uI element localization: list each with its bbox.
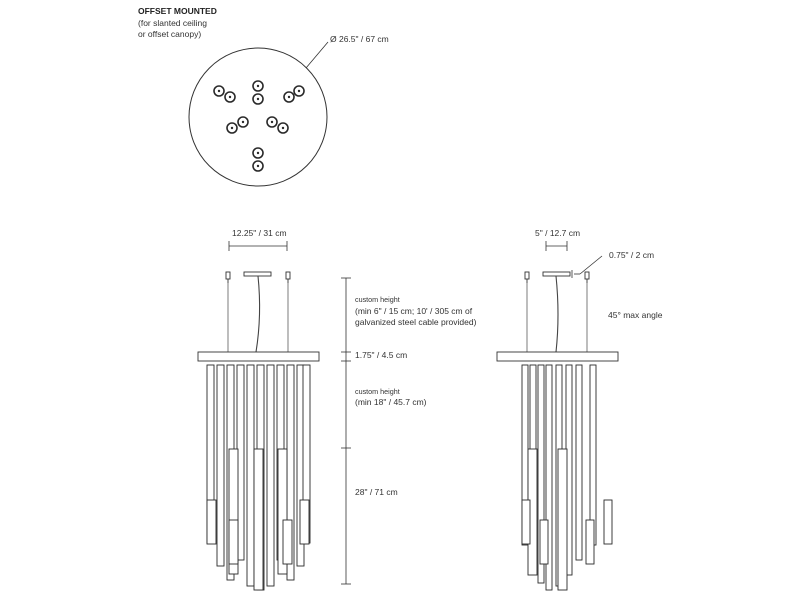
mount-ring — [237, 116, 249, 128]
mount-point-pair — [283, 85, 305, 103]
mount-ring — [252, 160, 264, 172]
mount-center-dot — [217, 89, 221, 93]
mount-ring — [213, 85, 225, 97]
tube-height-line-1: (min 18" / 45.7 cm) — [355, 397, 427, 407]
mount-center-dot — [287, 95, 291, 99]
pendant-tube — [266, 364, 275, 587]
pendant-tube — [228, 448, 239, 575]
front-anchors — [225, 271, 291, 283]
mount-ring — [277, 122, 289, 134]
mount-center-dot — [241, 120, 245, 124]
side-width-label: 5" / 12.7 cm — [535, 228, 581, 238]
top-view — [188, 41, 329, 187]
diameter-leader — [305, 41, 329, 69]
mount-title: OFFSET MOUNTED — [138, 6, 217, 16]
thickness-leader — [571, 255, 603, 278]
tube-sleeve — [539, 519, 549, 565]
side-view — [496, 241, 619, 591]
mount-point-pair — [252, 80, 264, 105]
mount-points — [213, 80, 305, 172]
tube-sleeve — [206, 499, 217, 545]
tube-sleeve — [521, 499, 531, 545]
pendant-tube — [537, 364, 545, 584]
pendant-tube — [216, 364, 225, 567]
mount-center-dot — [297, 89, 301, 93]
mount-point-pair — [252, 147, 264, 172]
pendant-tube — [545, 364, 553, 591]
thickness-label: 0.75" / 2 cm — [609, 250, 655, 260]
front-width-dimension — [228, 241, 288, 251]
mount-center-dot — [270, 120, 274, 124]
mount-center-dot — [256, 151, 260, 155]
mount-point-pair — [213, 85, 236, 103]
body-height-label: 28" / 71 cm — [355, 487, 398, 497]
mount-center-dot — [281, 126, 285, 130]
side-width-dimension — [545, 241, 568, 251]
mount-ring — [266, 116, 278, 128]
mount-point-pair — [226, 116, 249, 134]
mount-subtitle-1: (for slanted ceiling — [138, 18, 207, 28]
tube-sleeve — [282, 519, 293, 565]
side-lower-canopy — [496, 351, 619, 362]
tube-sleeve — [228, 519, 239, 565]
mount-center-dot — [256, 84, 260, 88]
tube-sleeve — [603, 499, 613, 545]
pendant-tube — [246, 364, 255, 587]
diameter-label: Ø 26.5" / 67 cm — [330, 34, 389, 44]
tube-height-title: custom height — [355, 387, 400, 396]
cable-height-line-2: galvanized steel cable provided) — [355, 317, 477, 327]
mount-ring — [293, 85, 305, 97]
side-anchors — [524, 271, 590, 283]
mount-ring — [226, 122, 238, 134]
mount-ring — [252, 93, 264, 105]
tube-sleeve — [585, 519, 595, 565]
front-view — [197, 241, 320, 591]
side-cables — [526, 275, 588, 353]
front-lower-canopy — [197, 351, 320, 362]
side-ceiling-canopy — [542, 271, 571, 277]
pendant-tube — [557, 448, 568, 591]
pendant-tube — [253, 448, 264, 591]
pendant-tube — [589, 364, 597, 546]
mount-ring — [224, 91, 236, 103]
canopy-height-label: 1.75" / 4.5 cm — [355, 350, 408, 360]
front-ceiling-canopy — [243, 271, 272, 277]
mount-center-dot — [228, 95, 232, 99]
cable-height-title: custom height — [355, 295, 400, 304]
cable-height-line-1: (min 6" / 15 cm; 10' / 305 cm of — [355, 306, 473, 316]
mount-point-pair — [266, 116, 289, 134]
pendant-tube — [575, 364, 583, 561]
angle-label: 45° max angle — [608, 310, 663, 320]
mount-ring — [252, 147, 264, 159]
front-width-label: 12.25" / 31 cm — [232, 228, 287, 238]
pendant-tube — [277, 448, 288, 575]
mount-ring — [252, 80, 264, 92]
mount-ring — [283, 91, 295, 103]
mount-center-dot — [256, 164, 260, 168]
front-tubes — [206, 364, 311, 591]
mount-center-dot — [230, 126, 234, 130]
mount-center-dot — [256, 97, 260, 101]
front-cables — [227, 275, 289, 353]
side-tubes — [521, 364, 613, 591]
height-dimension — [341, 277, 351, 585]
tube-sleeve — [299, 499, 310, 545]
canopy-outline — [188, 47, 328, 187]
mount-subtitle-2: or offset canopy) — [138, 29, 202, 39]
